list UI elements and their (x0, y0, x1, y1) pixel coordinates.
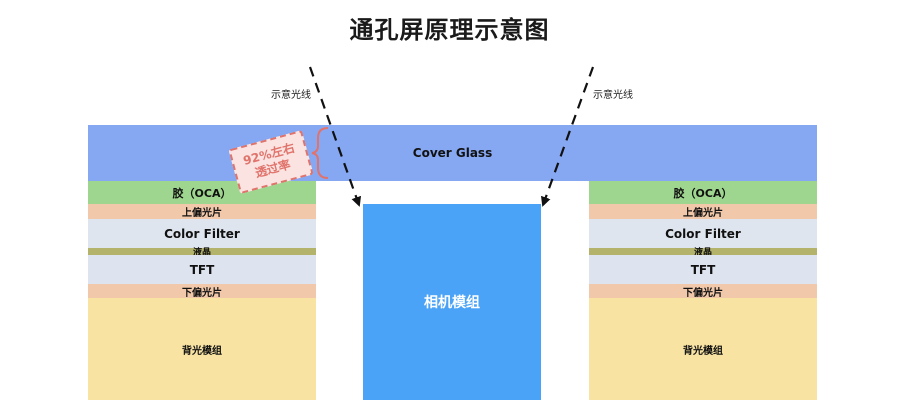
diagram-title: 通孔屏原理示意图 (349, 16, 550, 44)
left-upper-polarizer-layer: 上偏光片 (88, 204, 316, 219)
light-ray-right-arrow (541, 66, 595, 207)
camera-module: 相机模组 (363, 204, 541, 400)
right-lower-polarizer-layer: 下偏光片 (589, 284, 817, 299)
left-backlight-layer: 背光模组 (88, 298, 316, 400)
right-color-filter-layer: Color Filter (589, 219, 817, 248)
right-upper-polarizer-layer: 上偏光片 (589, 204, 817, 219)
left-liquid-crystal-layer: 液晶 (88, 248, 316, 258)
left-lower-polarizer-layer: 下偏光片 (88, 284, 316, 299)
right-tft-layer: TFT (589, 255, 817, 284)
left-color-filter-layer: Color Filter (88, 219, 316, 248)
cover-thickness-brace (311, 127, 329, 179)
light-label-right: 示意光线 (593, 90, 633, 101)
light-ray-left-arrow (308, 66, 362, 207)
cover-glass-layer: Cover Glass (88, 125, 817, 181)
left-tft-layer: TFT (88, 255, 316, 284)
right-backlight-layer: 背光模组 (589, 298, 817, 400)
light-label-left: 示意光线 (271, 90, 311, 101)
right-liquid-crystal-layer: 液晶 (589, 248, 817, 258)
right-oca-layer: 胶（OCA） (589, 181, 817, 204)
